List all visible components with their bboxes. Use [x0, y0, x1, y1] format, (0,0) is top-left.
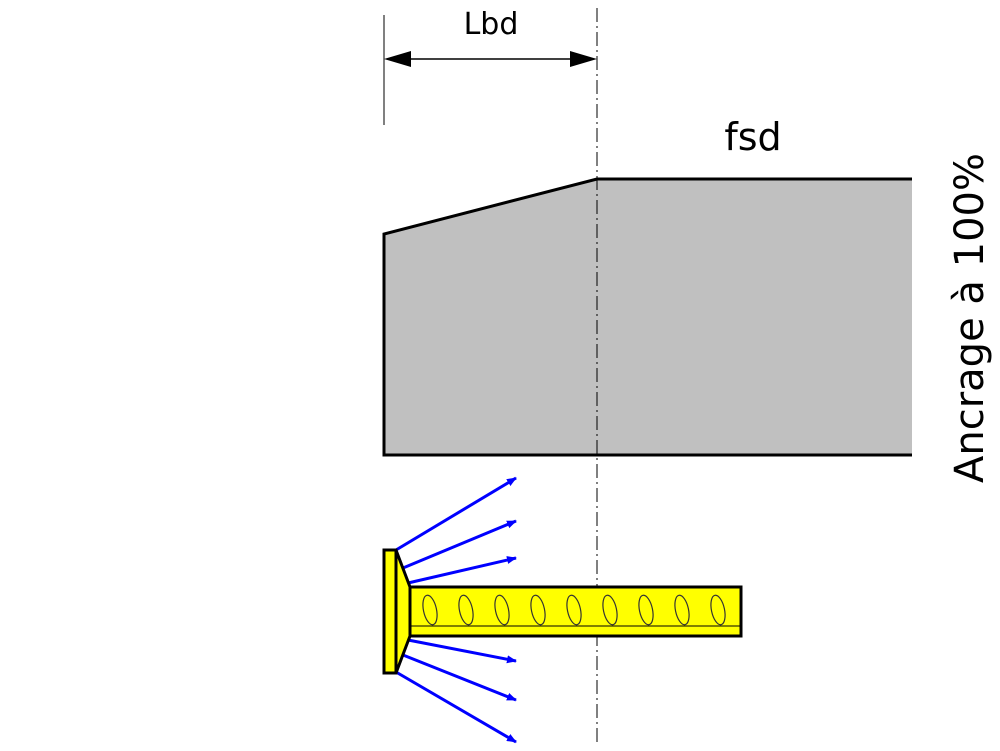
stress-area — [384, 179, 912, 455]
rebar-head-plate — [382, 548, 398, 675]
dimension-arrow-right — [570, 51, 597, 67]
rebar-ribs — [422, 594, 726, 626]
rebar-head-cone — [394, 548, 412, 675]
headed-rebar — [382, 548, 743, 675]
force-arrow — [402, 653, 517, 702]
diagram-title: Ancrage à 100% — [947, 153, 993, 483]
dimension-label: Lbd — [464, 7, 519, 42]
force-arrow — [407, 556, 517, 585]
force-arrow — [395, 476, 517, 552]
force-arrow — [407, 638, 517, 664]
stress-label: fsd — [724, 115, 781, 159]
dimension-arrow-left — [384, 51, 411, 67]
stress-outline — [382, 177, 912, 457]
force-arrow — [402, 519, 517, 570]
force-arrow — [395, 670, 517, 744]
force-arrows — [395, 476, 517, 744]
